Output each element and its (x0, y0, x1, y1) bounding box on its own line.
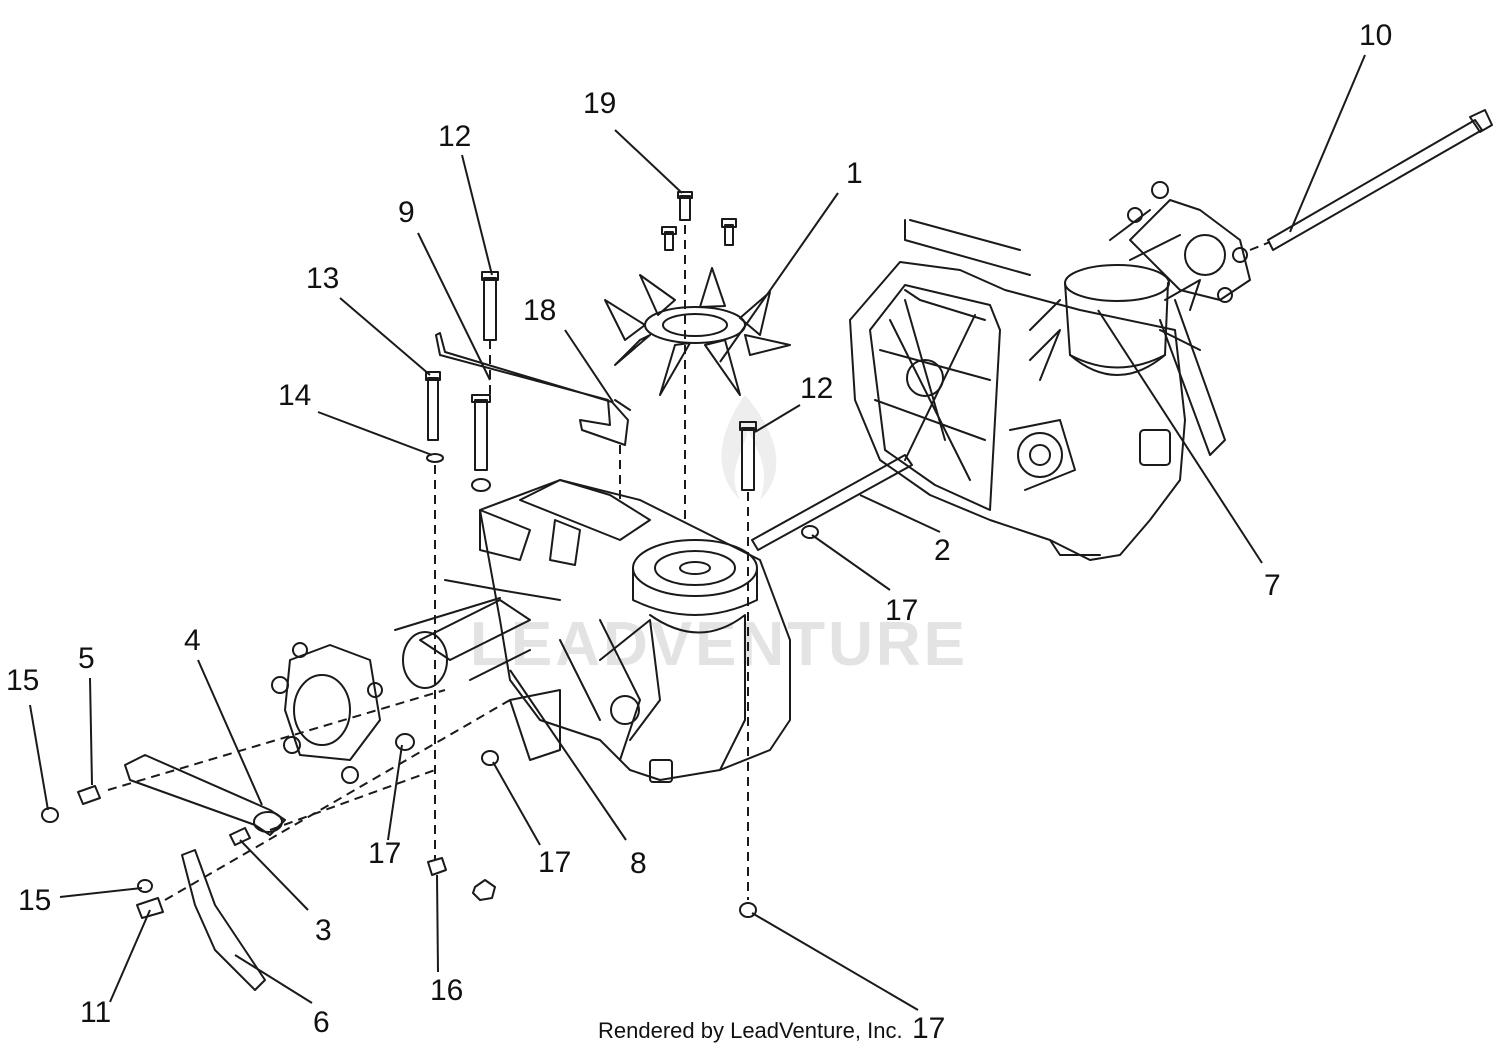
rod-2 (751, 454, 913, 551)
callout-5: 5 (78, 642, 95, 675)
callout-17-center: 17 (538, 846, 571, 879)
callout-12-upper: 12 (438, 120, 471, 153)
callout-15-lower: 15 (18, 884, 51, 917)
callout-6: 6 (313, 1006, 330, 1039)
fastener-3 (229, 827, 251, 846)
rod-12-upper (481, 271, 499, 341)
callout-11: 11 (80, 996, 111, 1029)
pin-5 (77, 785, 101, 805)
watermark: LEADVENTURE (470, 395, 968, 679)
watermark-text: LEADVENTURE (470, 610, 968, 679)
callout-3: 3 (315, 914, 332, 947)
washer-14 (426, 453, 444, 463)
callout-2: 2 (934, 534, 951, 567)
rod-12-right (739, 421, 757, 491)
clip-15-lower (137, 879, 153, 893)
clip-15-upper (41, 807, 59, 823)
callout-4: 4 (184, 624, 201, 657)
callout-12-right: 12 (800, 372, 833, 405)
left-transmission (271, 479, 791, 784)
bolt-18 (614, 399, 631, 411)
callout-14: 14 (278, 379, 311, 412)
render-credit: Rendered by LeadVenture, Inc. (598, 1018, 903, 1043)
rod-13 (425, 371, 441, 441)
callout-9: 9 (398, 196, 415, 229)
callout-10: 10 (1359, 19, 1392, 52)
callout-15-upper: 15 (6, 664, 39, 697)
callout-17-right: 17 (885, 594, 918, 627)
cooling-fan (604, 267, 791, 396)
callout-17-bottom: 17 (912, 1012, 945, 1045)
callouts: 1 2 3 4 5 6 7 8 9 10 11 12 12 13 14 15 1… (6, 19, 1392, 1045)
leader-lines (29, 54, 1366, 1011)
callout-17-left: 17 (368, 837, 401, 870)
callout-18: 18 (523, 294, 556, 327)
right-transmission (849, 181, 1251, 561)
callout-19: 19 (583, 87, 616, 120)
pin-11 (136, 897, 164, 919)
callout-16: 16 (430, 974, 463, 1007)
alignment-lines (107, 225, 1271, 901)
fan-bolts (661, 191, 737, 251)
bracket-9 (435, 332, 629, 446)
callout-1: 1 (846, 157, 863, 190)
callout-8: 8 (630, 847, 647, 880)
callout-7: 7 (1264, 569, 1281, 602)
nut-16 (427, 857, 447, 876)
callout-13: 13 (306, 262, 339, 295)
rod-4 (124, 754, 286, 836)
rod-10 (1267, 109, 1493, 251)
bracket-6 (181, 849, 266, 991)
